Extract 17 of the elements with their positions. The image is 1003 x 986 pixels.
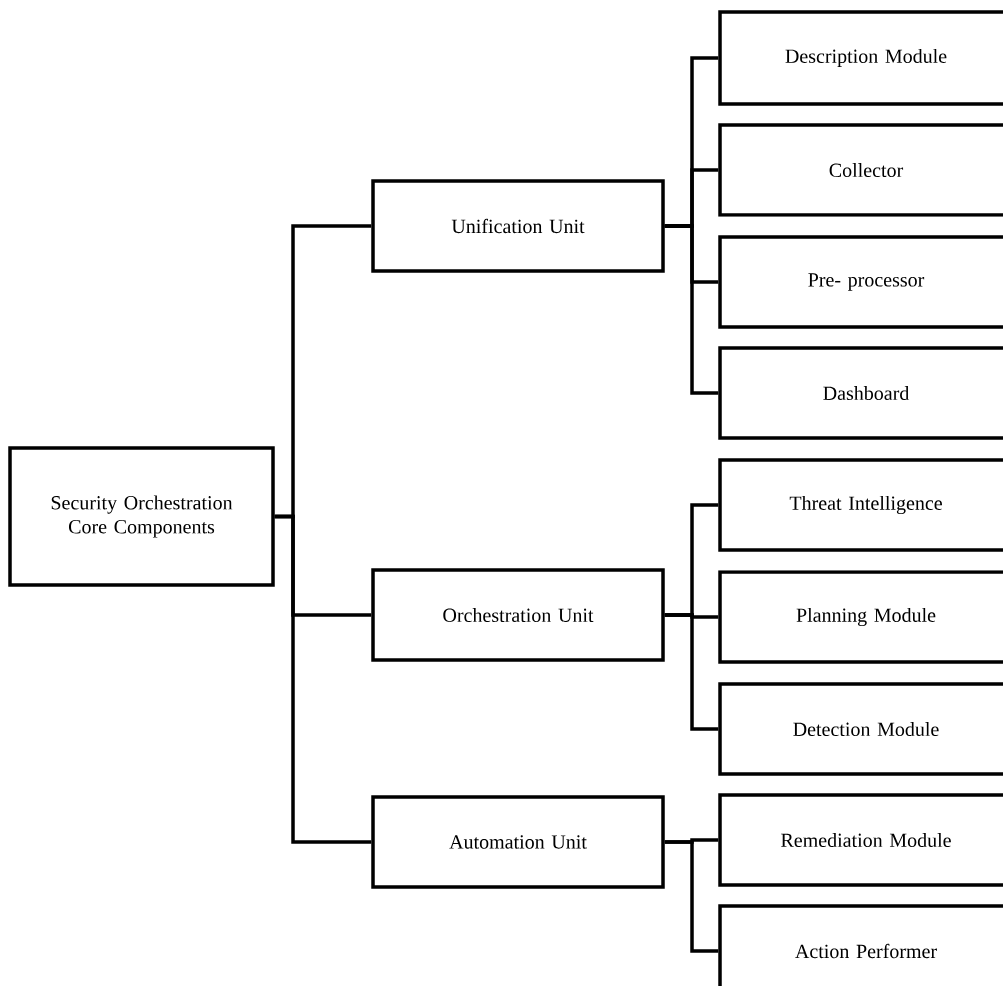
- unit-box: Orchestration Unit: [371, 568, 665, 662]
- module-box: Detection Module: [718, 682, 1003, 776]
- connector: [664, 224, 719, 395]
- unit-box: Automation Unit: [371, 795, 665, 889]
- connector: [664, 613, 719, 731]
- connector: [664, 840, 719, 953]
- module-box: Dashboard: [718, 346, 1003, 440]
- module-box: Planning Module: [718, 570, 1003, 664]
- module-box: Collector: [718, 123, 1003, 217]
- module-box: Threat Intelligence: [718, 458, 1003, 552]
- module-box: Description Module: [718, 10, 1003, 106]
- root-box: Security Orchestration Core Components: [8, 446, 275, 587]
- module-box: Pre- processor: [718, 235, 1003, 329]
- connector: [274, 514, 372, 844]
- unit-box: Unification Unit: [371, 179, 665, 273]
- module-box: Action Performer: [718, 904, 1003, 986]
- module-box: Remediation Module: [718, 793, 1003, 887]
